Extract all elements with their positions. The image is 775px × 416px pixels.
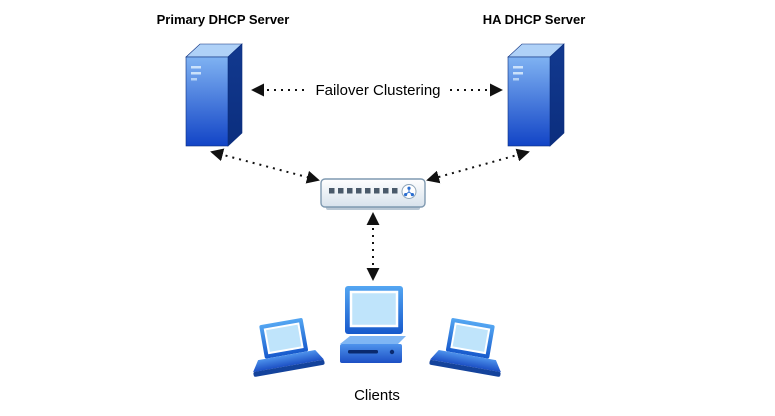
desktop-client-icon bbox=[340, 286, 406, 363]
ha-to-switch-arrow bbox=[426, 148, 530, 184]
primary-server-label: Primary DHCP Server bbox=[157, 12, 290, 27]
primary-to-switch-arrow bbox=[210, 148, 320, 184]
ha-dhcp-server-icon bbox=[507, 43, 565, 147]
laptop-client-right-icon bbox=[429, 318, 501, 377]
primary-dhcp-server-icon bbox=[185, 43, 243, 147]
clients-label: Clients bbox=[354, 387, 400, 404]
failover-clustering-label: Failover Clustering bbox=[315, 82, 440, 99]
ha-server-label: HA DHCP Server bbox=[483, 12, 586, 27]
switch-uplink-icon bbox=[401, 184, 417, 199]
laptop-client-left-icon bbox=[253, 318, 325, 377]
network-switch-icon bbox=[320, 178, 426, 210]
